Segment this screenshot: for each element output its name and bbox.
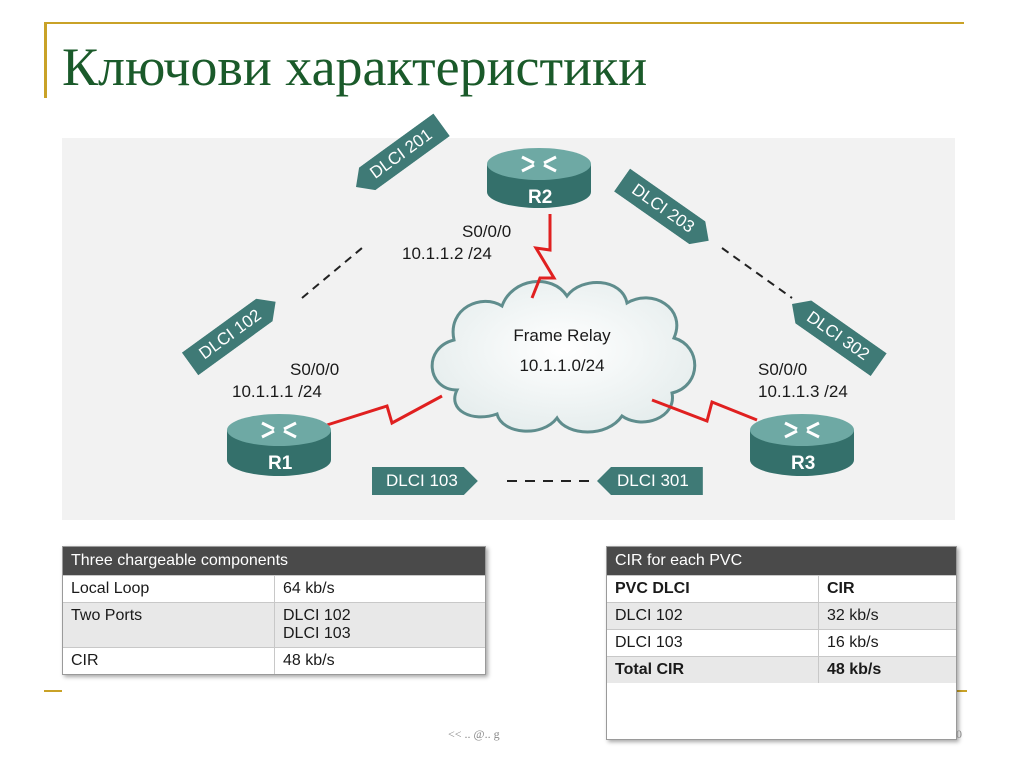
- cir-table-header: CIR for each PVC: [607, 547, 956, 575]
- bottom-accent-right: [955, 690, 967, 692]
- column-header: PVC DLCI: [607, 575, 819, 603]
- row-value-line-1: DLCI 102: [283, 607, 351, 624]
- row-value: 32 kb/s: [818, 602, 956, 630]
- table-row: Total CIR 48 kb/s: [607, 656, 956, 683]
- chargeable-components-table: Three chargeable components Local Loop 6…: [62, 546, 486, 675]
- row-value-line-2: DLCI 103: [283, 625, 351, 642]
- pvc-r2-r3-line: [721, 247, 793, 299]
- table-row: Local Loop 64 kb/s: [63, 575, 485, 603]
- row-value: 48 kb/s: [818, 656, 956, 683]
- accent-vertical-line: [44, 22, 47, 98]
- serial-link-r3: [651, 398, 758, 423]
- table-row: CIR 48 kb/s: [63, 647, 485, 674]
- table-row: DLCI 102 32 kb/s: [607, 602, 956, 630]
- r2-interface-label: S0/0/0: [462, 222, 512, 241]
- frame-relay-cloud: [430, 280, 697, 434]
- table-row: DLCI 103 16 kb/s: [607, 629, 956, 657]
- r2-ip-label: 10.1.1.2 /24: [402, 244, 492, 263]
- row-label: Local Loop: [63, 575, 275, 603]
- slide-title: Ключови характеристики: [62, 37, 648, 97]
- row-label: Two Ports: [63, 602, 275, 648]
- accent-top-line: [44, 22, 964, 24]
- router-r2-icon: [487, 148, 591, 208]
- router-r1-icon: [227, 414, 331, 476]
- r3-ip-label: 10.1.1.3 /24: [758, 382, 848, 401]
- dlci-103-arrow: DLCI 103: [372, 467, 478, 495]
- cloud-label: Frame Relay: [513, 326, 611, 345]
- dlci-301-arrow: DLCI 301: [597, 467, 703, 495]
- page-number: 0: [956, 727, 962, 741]
- serial-link-r1: [326, 394, 443, 427]
- row-value: 64 kb/s: [274, 575, 485, 603]
- row-label: DLCI 102: [607, 602, 819, 630]
- footer-text: << .. @.. g: [448, 727, 500, 741]
- chargeable-table-header: Three chargeable components: [63, 547, 485, 575]
- row-value: 16 kb/s: [818, 629, 956, 657]
- r3-interface-label: S0/0/0: [758, 360, 808, 379]
- row-value: 48 kb/s: [274, 647, 485, 674]
- r1-interface-label: S0/0/0: [290, 360, 340, 379]
- column-header: CIR: [818, 575, 956, 603]
- chargeable-table-body: Local Loop 64 kb/s Two Ports DLCI 102 DL…: [63, 575, 485, 674]
- cloud-network: 10.1.1.0/24: [519, 356, 605, 375]
- router-r1-name: R1: [268, 453, 293, 474]
- diagram-canvas: [227, 148, 854, 482]
- pvc-r1-r2-line: [301, 247, 363, 299]
- bottom-accent-left: [44, 690, 62, 692]
- table-row: Two Ports DLCI 102 DLCI 103: [63, 602, 485, 648]
- frame-relay-diagram: R2 R1 R3 S0/0/0 10.1.1.2 /24 S0/0/0 10.1…: [62, 138, 955, 520]
- cir-table-body: PVC DLCI CIR DLCI 102 32 kb/s DLCI 103 1…: [607, 575, 956, 683]
- row-label: CIR: [63, 647, 275, 674]
- cir-per-pvc-table: CIR for each PVC PVC DLCI CIR DLCI 102 3…: [606, 546, 957, 740]
- row-label: Total CIR: [607, 656, 819, 683]
- router-r3-name: R3: [791, 453, 816, 474]
- serial-link-r2: [530, 214, 557, 299]
- router-r3-icon: [750, 414, 854, 476]
- r1-ip-label: 10.1.1.1 /24: [232, 382, 322, 401]
- table-header-row: PVC DLCI CIR: [607, 575, 956, 603]
- row-label: DLCI 103: [607, 629, 819, 657]
- router-r2-name: R2: [528, 187, 553, 208]
- row-value: DLCI 102 DLCI 103: [274, 602, 485, 648]
